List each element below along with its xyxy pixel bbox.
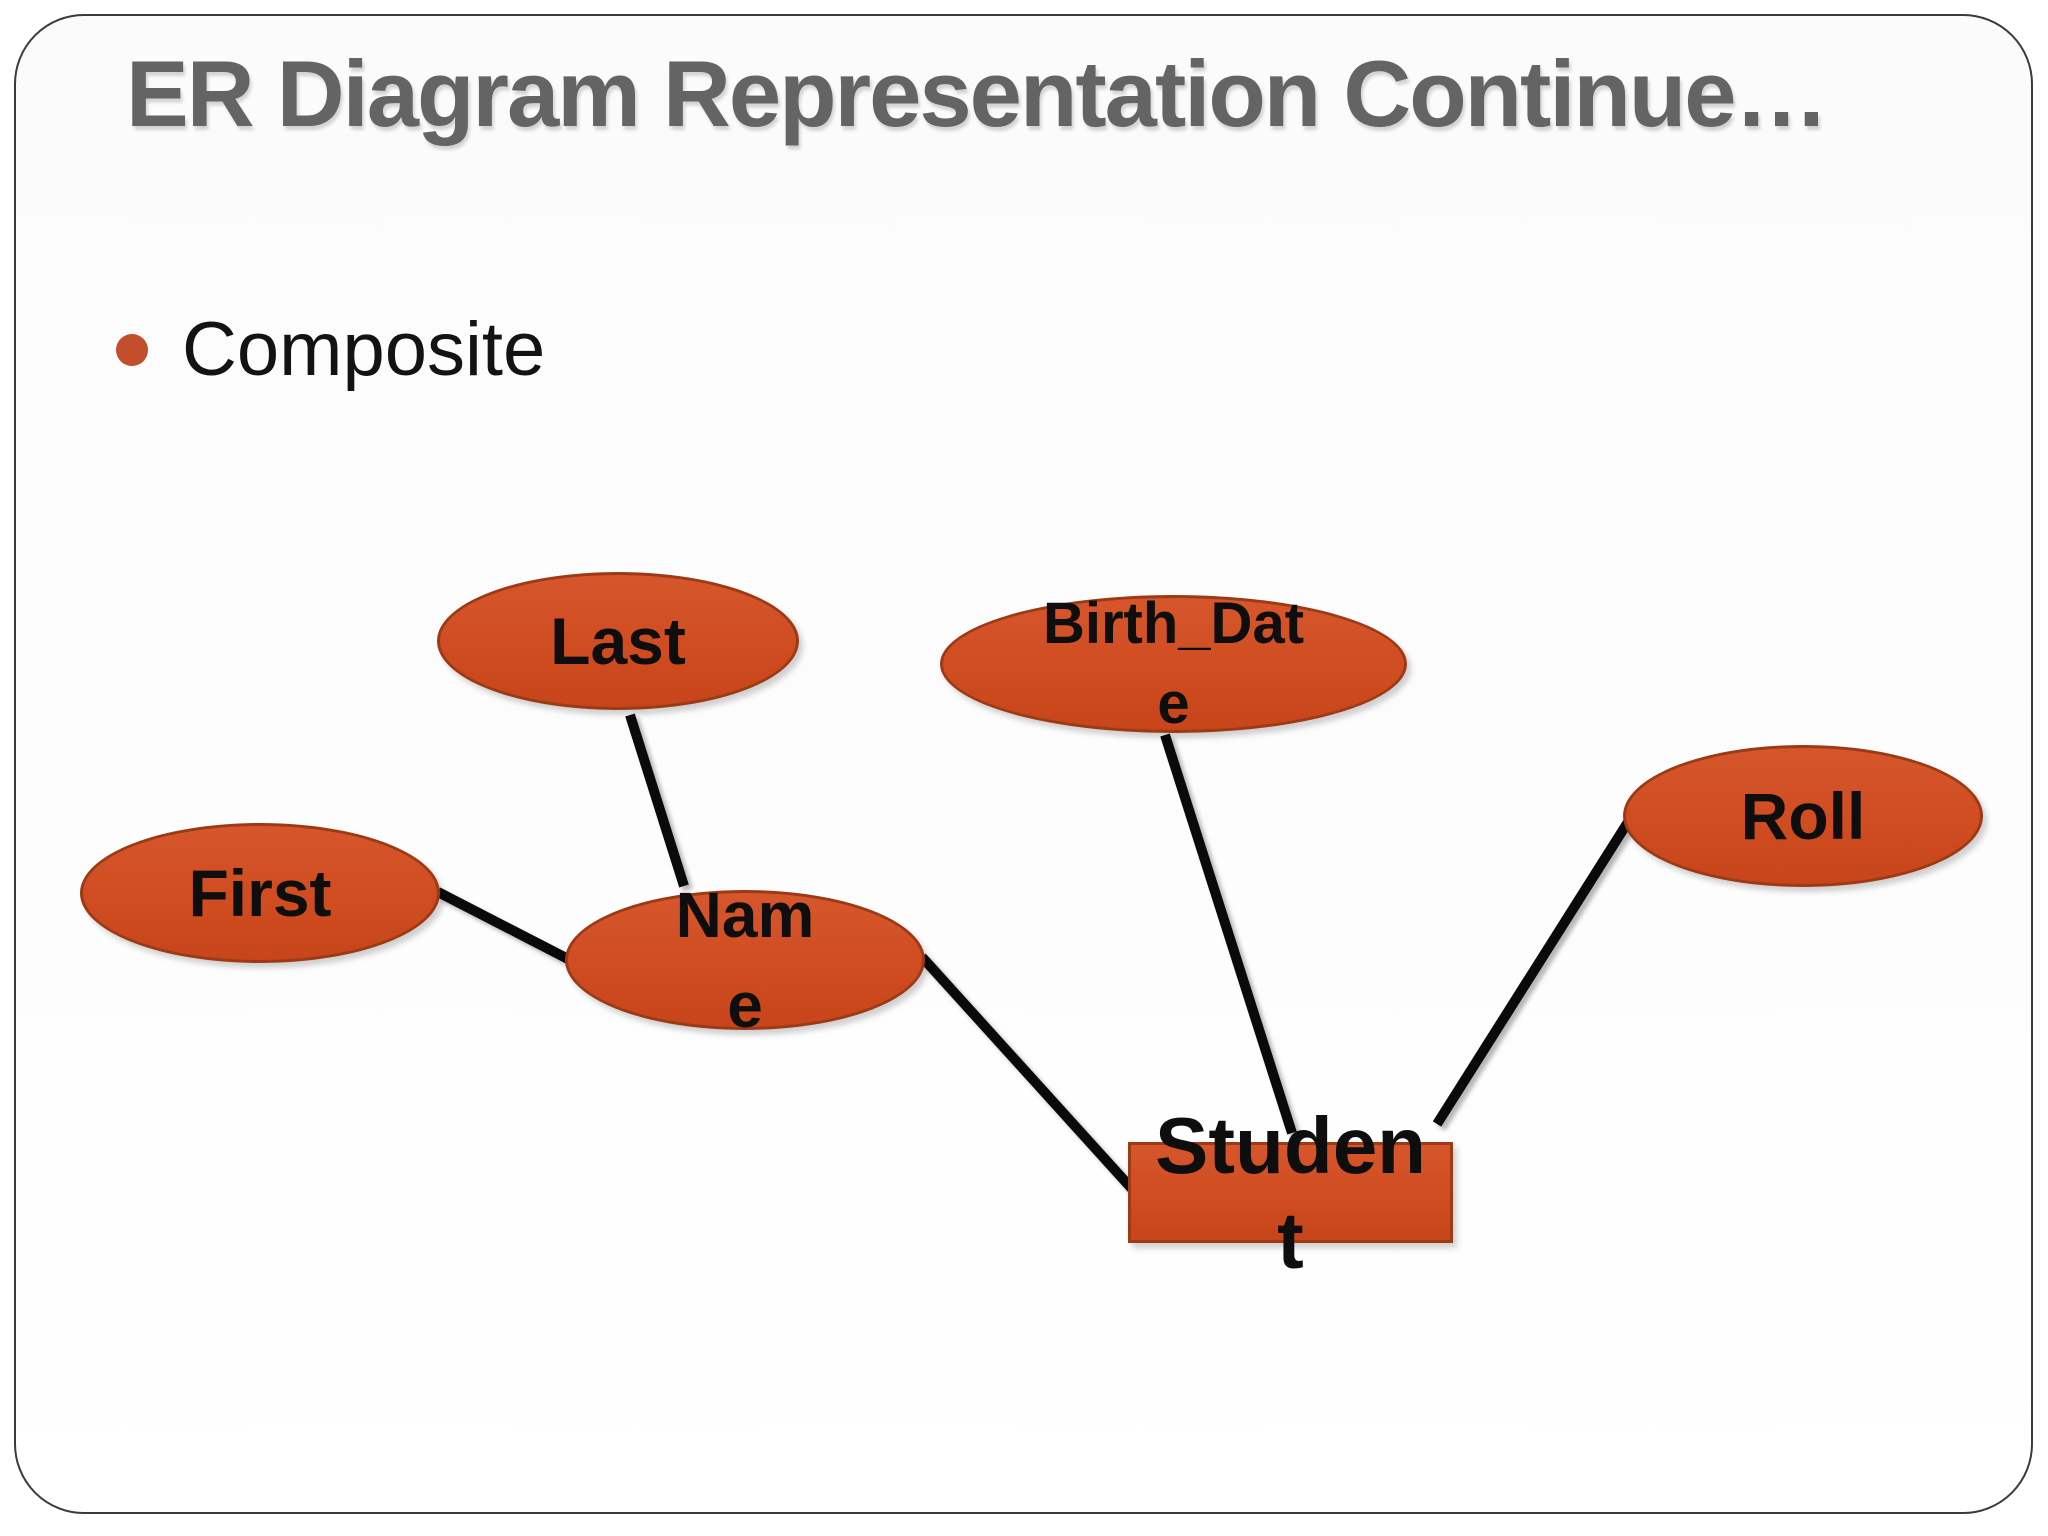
node-attribute-name: Nam e xyxy=(565,879,925,1041)
node-attribute-last: Last xyxy=(437,572,799,710)
node-attribute-birth-date: Birth_Dat e xyxy=(940,591,1407,736)
bullet-item-composite: Composite xyxy=(116,306,545,393)
node-label-last: Last xyxy=(550,604,686,678)
node-label-roll: Roll xyxy=(1740,779,1866,853)
slide-title: ER Diagram Representation Continue… xyxy=(126,41,1829,146)
node-attribute-roll: Roll xyxy=(1623,745,1983,887)
node-label-name: Nam e xyxy=(675,879,815,1041)
node-entity-student: Studen t xyxy=(1128,1101,1453,1285)
node-label-student: Studen t xyxy=(1154,1100,1427,1285)
bullet-marker-icon xyxy=(116,333,148,366)
node-label-first: First xyxy=(188,856,332,930)
node-attribute-first: First xyxy=(80,823,440,963)
node-label-birth-date: Birth_Dat e xyxy=(1042,591,1305,736)
bullet-label: Composite xyxy=(182,307,546,392)
